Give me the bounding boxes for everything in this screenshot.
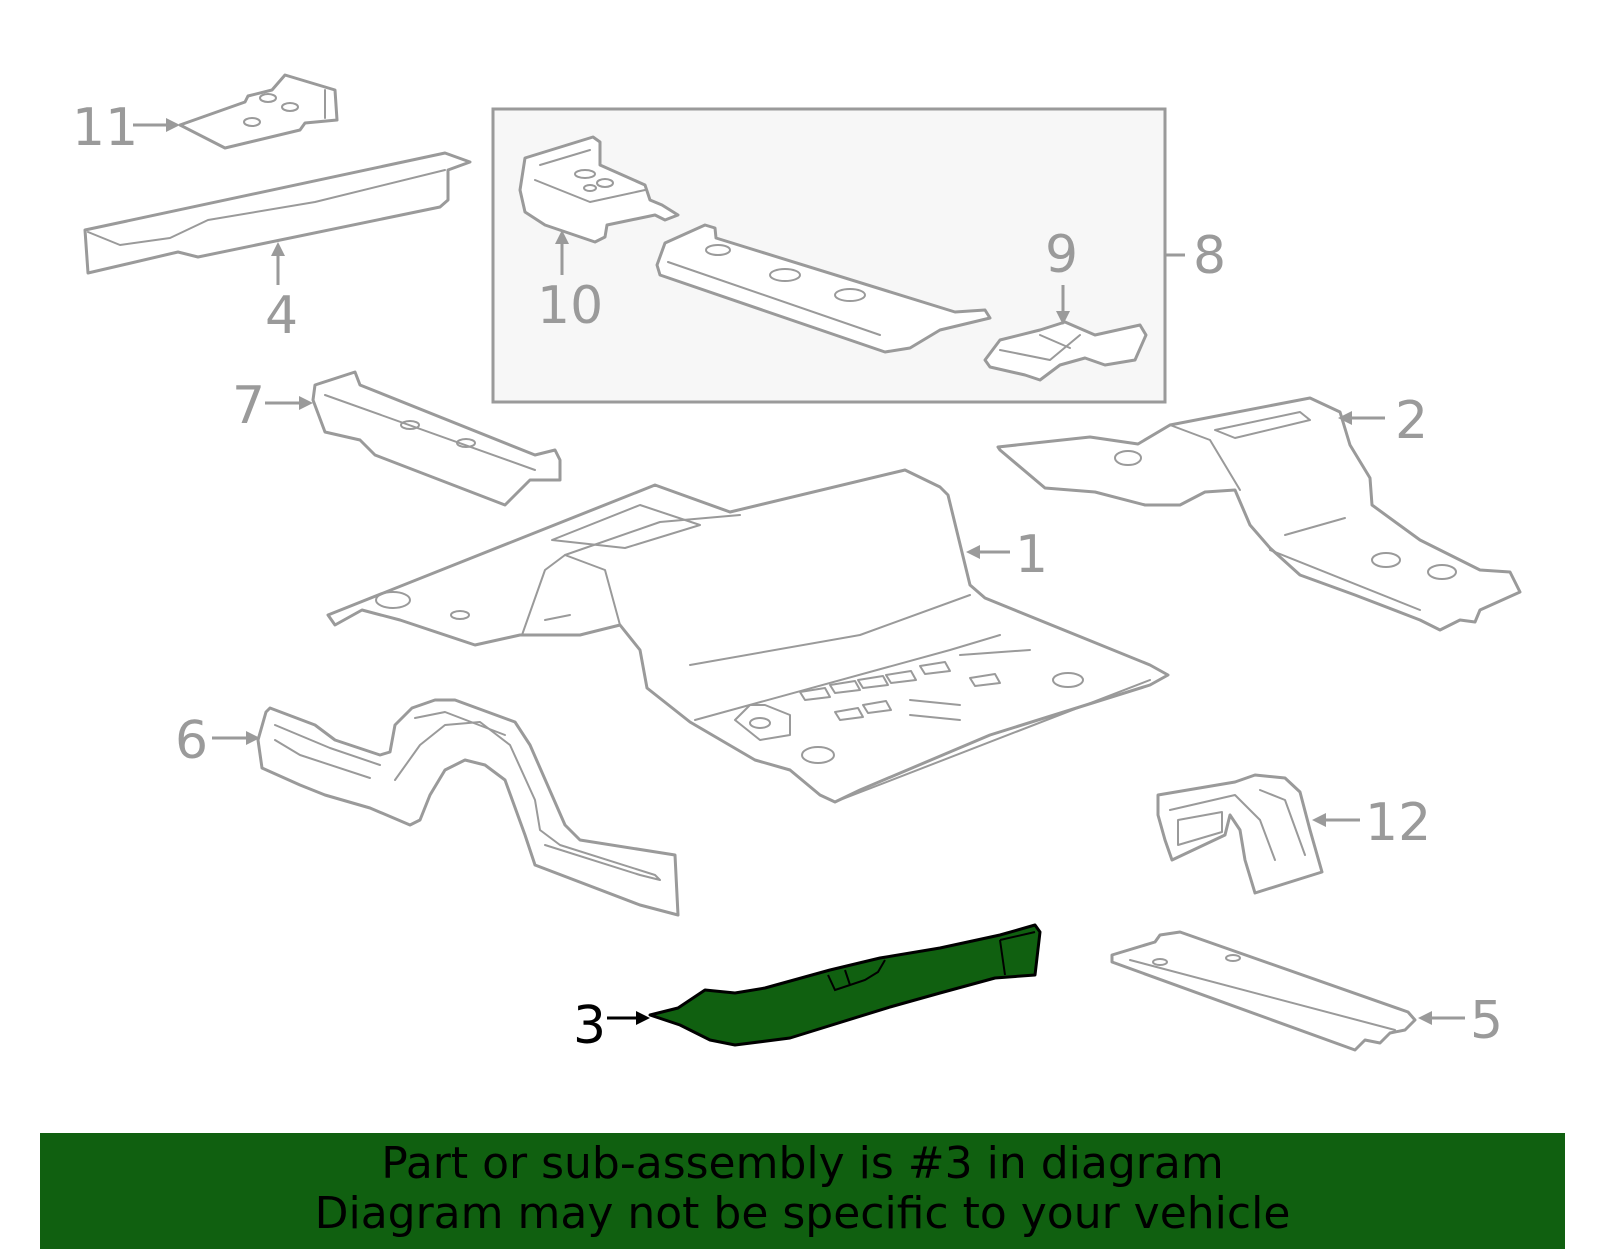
banner-line-2: Diagram may not be specific to your vehi… bbox=[314, 1188, 1291, 1239]
callout-12: 12 bbox=[1365, 793, 1431, 853]
part-3-highlighted[interactable] bbox=[648, 923, 1042, 1047]
callout-4: 4 bbox=[265, 286, 298, 346]
callout-5: 5 bbox=[1470, 991, 1503, 1051]
callout-labels: 11 4 10 9 8 7 2 1 6 12 5 3 bbox=[72, 98, 1503, 1056]
banner-line-1: Part or sub-assembly is #3 in diagram bbox=[381, 1138, 1224, 1189]
callout-1: 1 bbox=[1015, 525, 1048, 585]
callout-arrows bbox=[133, 118, 1465, 1025]
part-11[interactable] bbox=[178, 73, 339, 150]
callout-6: 6 bbox=[175, 711, 208, 771]
info-banner: Part or sub-assembly is #3 in diagram Di… bbox=[40, 1133, 1565, 1249]
callout-10: 10 bbox=[537, 276, 603, 336]
part-12[interactable] bbox=[1156, 773, 1324, 895]
callout-7: 7 bbox=[232, 376, 265, 436]
part-2[interactable] bbox=[996, 396, 1522, 632]
part-6[interactable] bbox=[256, 698, 680, 917]
callout-11: 11 bbox=[72, 98, 138, 158]
callout-2: 2 bbox=[1395, 391, 1428, 451]
part-7[interactable] bbox=[311, 370, 562, 507]
part-1[interactable] bbox=[326, 468, 1170, 804]
callout-8: 8 bbox=[1193, 226, 1226, 286]
part-8-crossmember[interactable] bbox=[655, 223, 992, 354]
part-4[interactable] bbox=[83, 151, 472, 275]
part-10[interactable] bbox=[518, 135, 680, 244]
callout-3: 3 bbox=[573, 996, 606, 1056]
part-9[interactable] bbox=[983, 320, 1148, 382]
part-5[interactable] bbox=[1110, 930, 1417, 1052]
callout-9: 9 bbox=[1045, 225, 1078, 285]
